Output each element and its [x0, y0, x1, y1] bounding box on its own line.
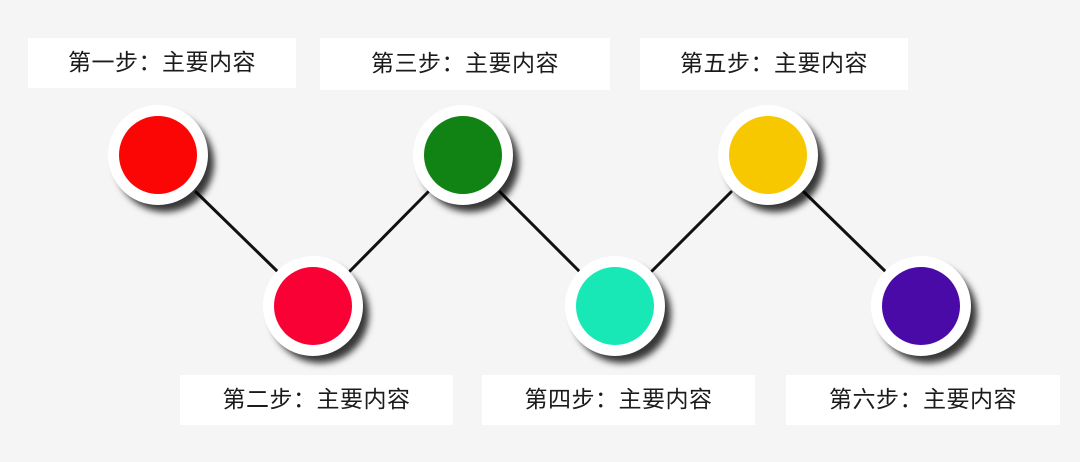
step-label-box-4[interactable]: 第四步：主要内容: [482, 375, 755, 425]
step-node-6[interactable]: [871, 256, 971, 356]
connector-line-4-to-5: [650, 190, 733, 273]
step-label-text-2: 第二步：主要内容: [222, 386, 411, 413]
step-node-disc-6: [882, 267, 960, 345]
step-label-box-6[interactable]: 第六步：主要内容: [786, 375, 1060, 425]
step-label-box-1[interactable]: 第一步：主要内容: [28, 38, 296, 88]
step-node-disc-5: [729, 116, 807, 194]
step-node-2[interactable]: [263, 256, 363, 356]
step-node-1[interactable]: [108, 105, 208, 205]
connector-line-5-to-6: [802, 190, 887, 273]
step-label-box-3[interactable]: 第三步：主要内容: [320, 38, 610, 90]
step-label-text-5: 第五步：主要内容: [680, 50, 868, 77]
step-node-disc-4: [576, 267, 654, 345]
step-node-5[interactable]: [718, 105, 818, 205]
step-node-disc-3: [424, 116, 502, 194]
step-label-box-2[interactable]: 第二步：主要内容: [180, 375, 453, 425]
step-label-text-6: 第六步：主要内容: [829, 386, 1017, 413]
step-node-3[interactable]: [413, 105, 513, 205]
step-node-4[interactable]: [565, 256, 665, 356]
step-label-box-5[interactable]: 第五步：主要内容: [640, 38, 908, 90]
step-label-text-4: 第四步：主要内容: [524, 386, 713, 413]
connector-line-1-to-2: [194, 190, 279, 273]
step-label-text-1: 第一步：主要内容: [68, 49, 256, 76]
connector-line-2-to-3: [348, 190, 430, 273]
step-node-disc-2: [274, 267, 352, 345]
step-label-text-3: 第三步：主要内容: [371, 50, 559, 77]
connector-line-3-to-4: [498, 190, 581, 273]
step-node-disc-1: [119, 116, 197, 194]
